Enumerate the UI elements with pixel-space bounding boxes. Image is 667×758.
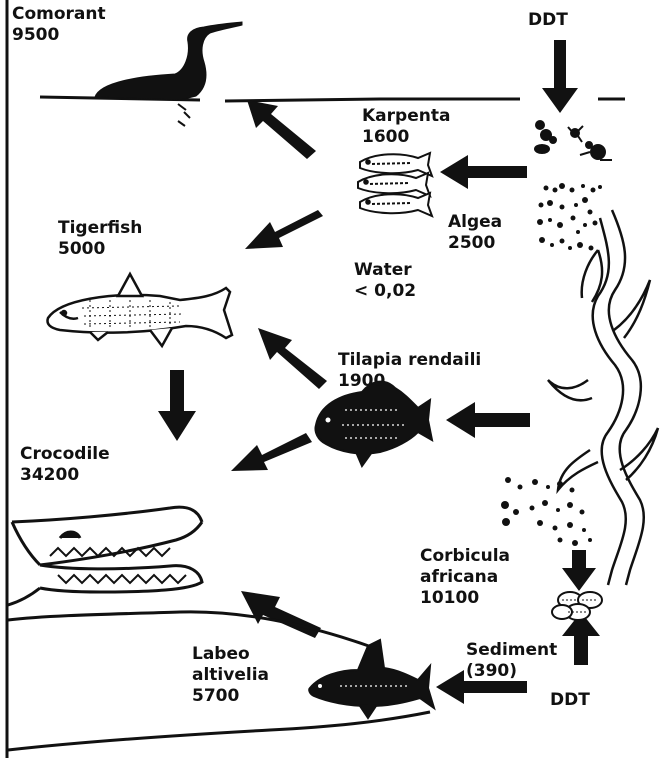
arrow-water-to-corbicula xyxy=(562,550,596,591)
clam-cluster-icon xyxy=(552,592,602,620)
label-sediment: Sediment (390) xyxy=(466,640,557,682)
label-tilapia: Tilapia rendaili 1900 xyxy=(338,350,481,392)
label-algea: Algea 2500 xyxy=(448,212,502,254)
small-fish-school-icon xyxy=(358,153,432,216)
sediment-name: Sediment xyxy=(466,640,557,661)
water-name: Water xyxy=(354,260,416,281)
water-weed-icon xyxy=(548,210,658,585)
tigerfish-name: Tigerfish xyxy=(58,218,142,239)
labeo-fish-icon xyxy=(309,640,434,718)
sediment-value: (390) xyxy=(466,661,557,682)
labeo-name-line1: Labeo xyxy=(192,644,269,665)
arrow-tilapia-to-crocodile xyxy=(231,433,312,471)
label-corbicula: Corbicula africana 10100 xyxy=(420,546,510,609)
algae-dots-icon xyxy=(537,183,602,251)
corbicula-name-line2: africana xyxy=(420,567,510,588)
algea-value: 2500 xyxy=(448,233,502,254)
labeo-value: 5700 xyxy=(192,686,269,707)
arrow-karpenta-to-comorant xyxy=(247,100,316,159)
clam-dots-icon xyxy=(501,477,592,546)
arrow-water-to-tilapia xyxy=(446,402,530,438)
cormorant-icon xyxy=(95,22,242,126)
label-water: Water < 0,02 xyxy=(354,260,416,302)
arrow-karpenta-to-tigerfish xyxy=(245,210,323,249)
ddt-bottom-label: DDT xyxy=(550,690,590,711)
arrow-tigerfish-to-crocodile xyxy=(158,370,196,441)
label-tigerfish: Tigerfish 5000 xyxy=(58,218,142,260)
arrow-tilapia-to-tigerfish xyxy=(258,328,327,389)
tilapia-fish-icon xyxy=(315,382,432,466)
comorant-name: Comorant xyxy=(12,4,106,25)
arrow-ddt-top-down xyxy=(542,40,578,113)
label-karpenta: Karpenta 1600 xyxy=(362,106,450,148)
label-ddt-top: DDT xyxy=(528,10,568,31)
crocodile-head-icon xyxy=(8,507,380,650)
tilapia-name: Tilapia rendaili xyxy=(338,350,481,371)
arrow-labeo-to-crocodile xyxy=(241,591,321,638)
water-value: < 0,02 xyxy=(354,281,416,302)
tigerfish-icon xyxy=(48,274,233,346)
arrow-algea-to-karpenta xyxy=(440,155,527,189)
label-crocodile: Crocodile 34200 xyxy=(20,444,110,486)
algea-name: Algea xyxy=(448,212,502,233)
crocodile-name: Crocodile xyxy=(20,444,110,465)
corbicula-value: 10100 xyxy=(420,588,510,609)
ddt-droplets-icon xyxy=(535,121,612,160)
tigerfish-value: 5000 xyxy=(58,239,142,260)
label-comorant: Comorant 9500 xyxy=(12,4,106,46)
ddt-top-label: DDT xyxy=(528,10,568,31)
label-labeo: Labeo altivelia 5700 xyxy=(192,644,269,707)
corbicula-name-line1: Corbicula xyxy=(420,546,510,567)
label-ddt-bottom: DDT xyxy=(550,690,590,711)
karpenta-name: Karpenta xyxy=(362,106,450,127)
tilapia-value: 1900 xyxy=(338,371,481,392)
comorant-value: 9500 xyxy=(12,25,106,46)
labeo-name-line2: altivelia xyxy=(192,665,269,686)
karpenta-value: 1600 xyxy=(362,127,450,148)
crocodile-value: 34200 xyxy=(20,465,110,486)
